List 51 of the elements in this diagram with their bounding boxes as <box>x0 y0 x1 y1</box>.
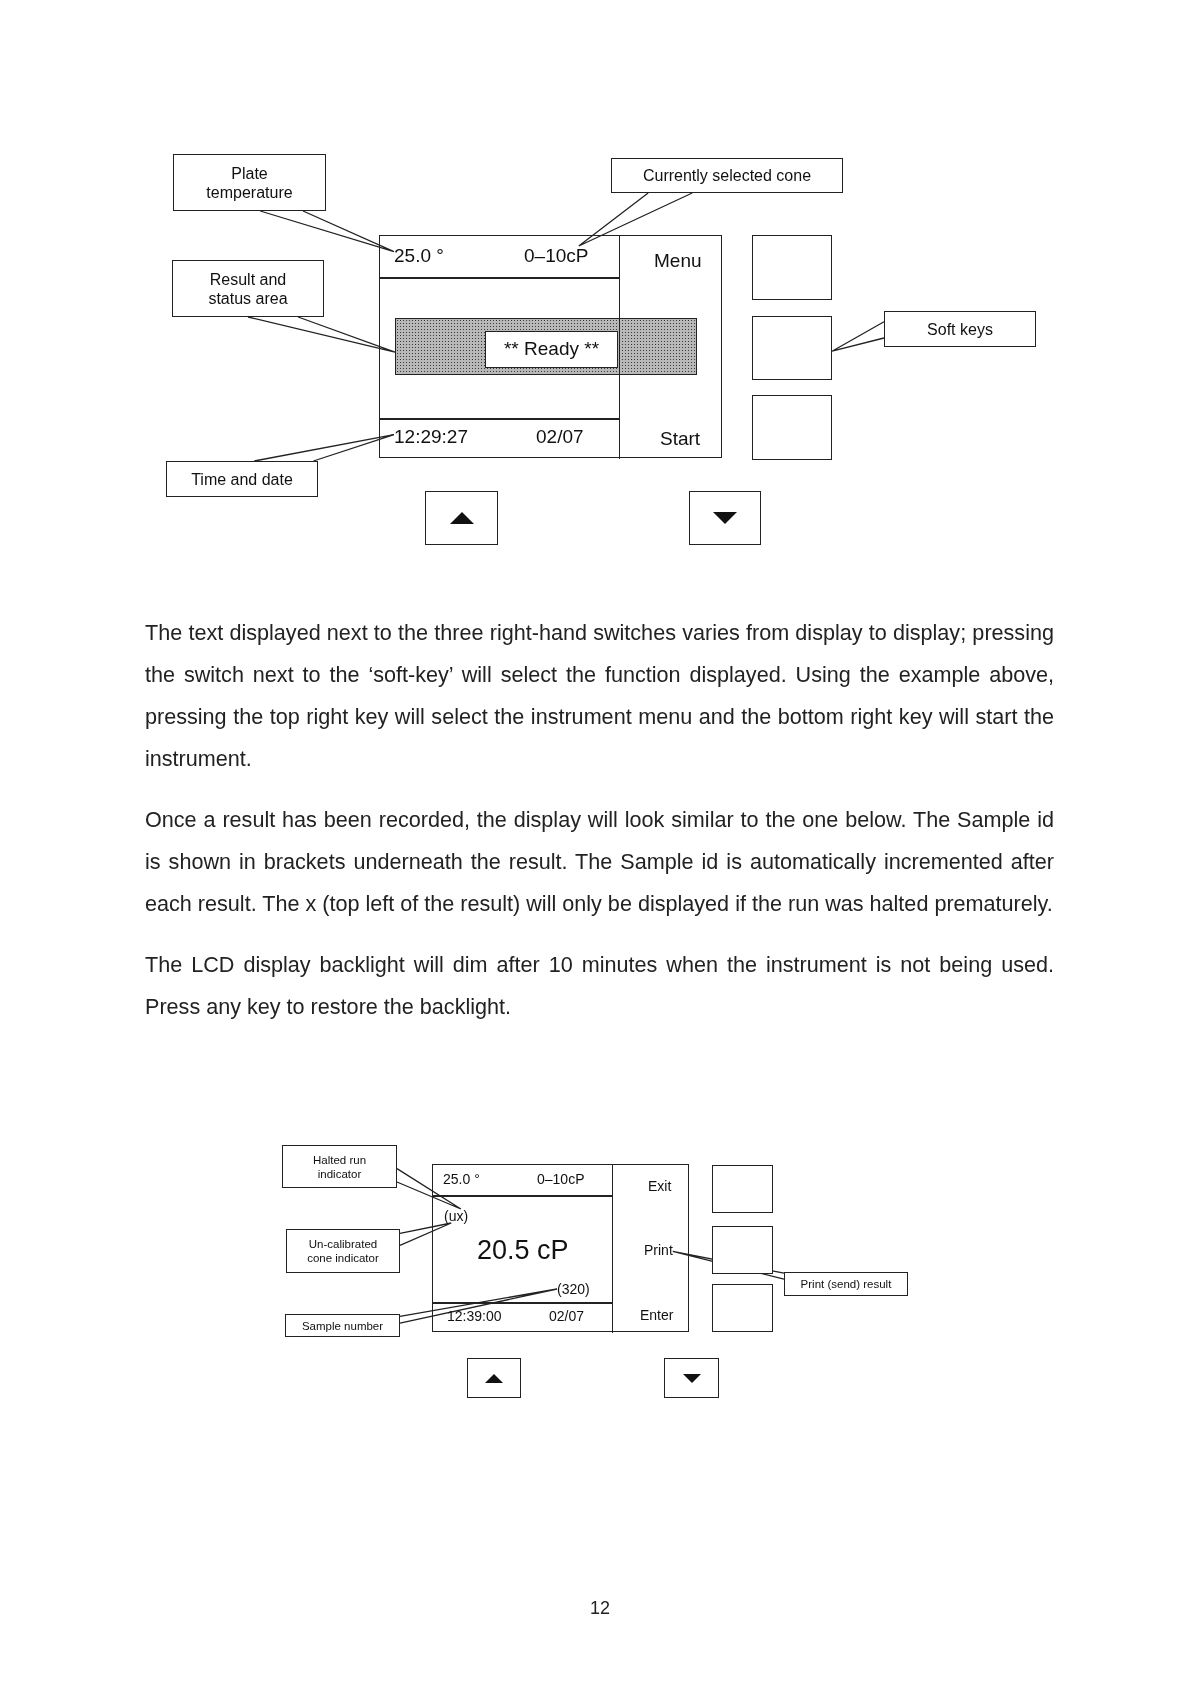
page-number: 12 <box>589 1597 611 1620</box>
leader-line <box>578 192 693 247</box>
callout-box: Currently selected cone <box>611 158 843 193</box>
body-paragraph: Once a result has been recorded, the display will look similar to the one below. The Sample id is shown in brackets underneath the result. The Sample id is automatically incremented after each result. The x (top left of the result) will only be displayed if the run was halted prematurely. <box>145 806 1054 918</box>
display-text: (ux) <box>444 1209 469 1223</box>
lcd-display <box>432 1164 689 1332</box>
display-text: 12:39:00 <box>447 1309 502 1323</box>
display-text: (320) <box>557 1282 590 1296</box>
callout-box: Un-calibrated cone indicator <box>286 1229 400 1273</box>
leader-line <box>399 1288 558 1324</box>
display-text: 12:29:27 <box>394 427 468 446</box>
lcd-display <box>379 235 722 458</box>
status-bar <box>395 318 697 375</box>
up-key <box>425 491 498 545</box>
status-message: ** Ready ** <box>485 331 618 368</box>
soft-key <box>752 395 832 460</box>
soft-key <box>712 1284 773 1332</box>
soft-key <box>752 316 832 380</box>
callout-box: Time and date <box>166 461 318 497</box>
display-text: Print <box>644 1243 673 1257</box>
callout-box: Soft keys <box>884 311 1036 347</box>
display-text: 0–10cP <box>524 246 589 265</box>
down-key <box>689 491 761 545</box>
display-text: 20.5 cP <box>477 1237 569 1264</box>
leader-line <box>396 1168 462 1210</box>
soft-key <box>712 1226 773 1274</box>
leader-line <box>253 433 395 462</box>
leader-line <box>259 210 395 253</box>
leader-line <box>399 1222 452 1246</box>
soft-key <box>712 1165 773 1213</box>
display-text: 02/07 <box>536 427 584 446</box>
down-key <box>664 1358 719 1398</box>
callout-box: Print (send) result <box>784 1272 908 1296</box>
display-text: 02/07 <box>549 1309 585 1323</box>
display-text: Exit <box>648 1179 672 1193</box>
leader-line <box>247 316 396 353</box>
up-key <box>467 1358 521 1398</box>
leader-line <box>831 321 885 352</box>
display-text: Start <box>660 429 701 448</box>
display-text: Enter <box>640 1308 674 1322</box>
callout-box: Plate temperature <box>173 154 326 211</box>
soft-key <box>752 235 832 300</box>
display-text: Menu <box>654 251 702 270</box>
body-paragraph: The LCD display backlight will dim after 10 minutes when the instrument is not being used. Press any key to restore the backlight. <box>145 951 1054 1021</box>
display-text: 25.0 ° <box>443 1172 480 1186</box>
callout-box: Result and status area <box>172 260 324 317</box>
body-paragraph: The text displayed next to the three right-hand switches varies from display to display; pressing the switch next to the ‘soft-key’ will select the function displayed. Using the example above, pressing the top right key will select the instrument menu and the bottom right key will start the instrument. <box>145 619 1054 773</box>
display-text: 25.0 ° <box>394 246 444 265</box>
callout-box: Sample number <box>285 1314 400 1337</box>
display-text: 0–10cP <box>537 1172 585 1186</box>
callout-box: Halted run indicator <box>282 1145 397 1188</box>
